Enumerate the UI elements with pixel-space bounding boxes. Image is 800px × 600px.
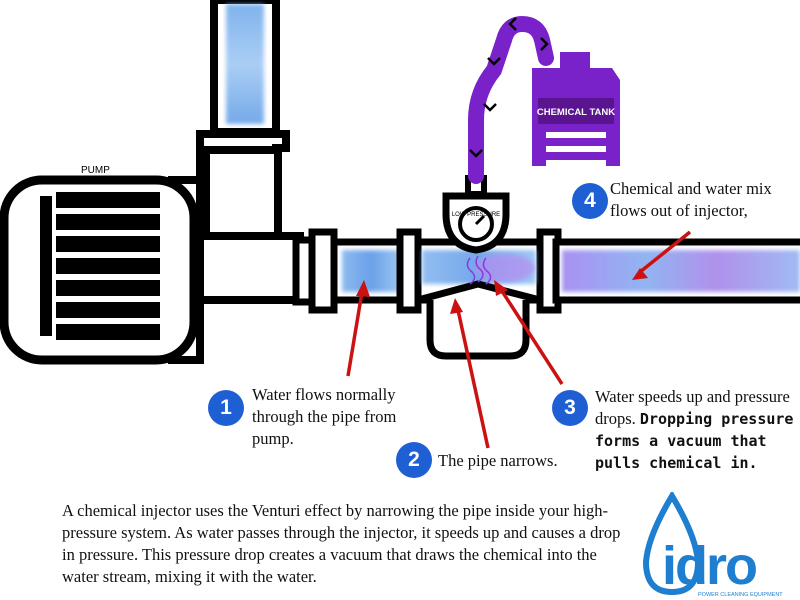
chemical-line — [468, 15, 554, 184]
pressure-gauge: LOW PRESSURE — [442, 175, 510, 254]
pump-motor-fins — [40, 192, 160, 340]
arrow-step-3 — [498, 287, 564, 385]
step-2-text: The pipe narrows. — [438, 450, 598, 472]
gauge-label: LOW PRESSURE — [452, 212, 500, 218]
flow-chevron-icons — [469, 17, 549, 158]
arrow-step-1 — [346, 291, 364, 377]
logo-tagline: POWER CLEANING EQUIPMENT — [698, 592, 783, 598]
step-2-description: The pipe narrows. — [438, 451, 558, 470]
step-1-text: Water flows normally through the pipe fr… — [252, 384, 442, 450]
pump: PUMP — [0, 130, 304, 365]
step-4-text: Chemical and water mix flows out of inje… — [610, 178, 800, 222]
inlet-pipe — [292, 228, 410, 314]
step-2-badge: 2 — [396, 442, 432, 478]
logo-text: idro — [662, 536, 756, 596]
outlet-pipe-vertical — [210, 0, 280, 136]
step-3-text: Water speeds up and pressure drops. Drop… — [595, 386, 795, 474]
chemical-tank: CHEMICAL TANK — [532, 52, 620, 166]
water-drop-icon — [642, 492, 702, 596]
pointer-arrows — [346, 230, 692, 449]
pump-label: PUMP — [81, 165, 110, 176]
step-3-badge: 3 — [552, 390, 588, 426]
arrow-step-4 — [638, 230, 692, 274]
step-4-description: Chemical and water mix flows out of inje… — [610, 179, 772, 220]
outlet-pipe — [552, 238, 800, 304]
injector — [396, 228, 562, 360]
step-4-badge: 4 — [572, 183, 608, 219]
step-1-description: Water flows normally through the pipe fr… — [252, 385, 397, 448]
step-1-badge: 1 — [208, 390, 244, 426]
step-3-description: Water speeds up and pressure drops. — [595, 387, 790, 428]
arrow-step-2 — [456, 309, 490, 449]
tank-label: CHEMICAL TANK — [537, 107, 615, 118]
step-3-emphasis: Dropping pressure forms a vacuum that pu… — [595, 410, 794, 472]
idro-logo: idro POWER CLEANING EQUIPMENT — [642, 492, 783, 598]
summary-paragraph: A chemical injector uses the Venturi eff… — [62, 501, 621, 586]
